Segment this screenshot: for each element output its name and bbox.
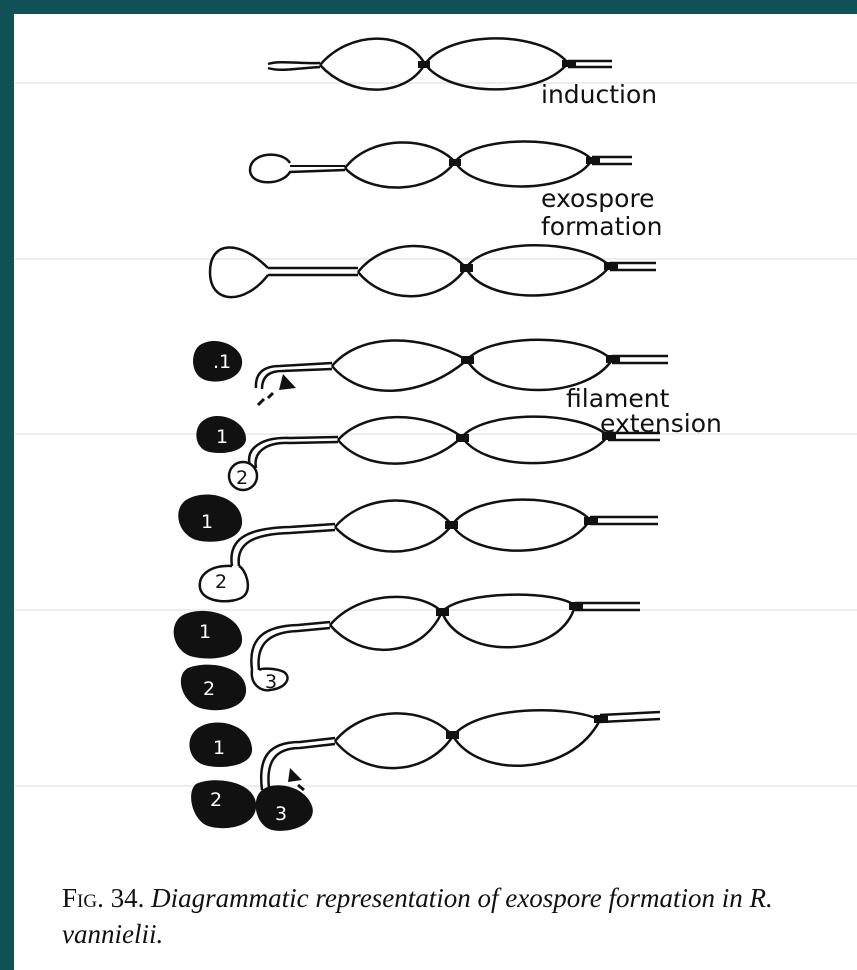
- spore-label: 1: [201, 511, 213, 533]
- spore-label: 2: [215, 571, 227, 593]
- spore-label: 3: [265, 671, 277, 693]
- spore-label: 2: [203, 678, 215, 700]
- ruled-lines: [14, 82, 857, 787]
- spore-label: 2: [210, 789, 222, 811]
- spore-label: 3: [275, 803, 287, 825]
- spore-label: 1: [216, 426, 228, 448]
- label-induction: induction: [541, 80, 657, 109]
- stage-bulb-enlarged: [208, 244, 656, 299]
- figure-number: Fig. 34.: [62, 883, 145, 913]
- stage-spore-1-released: .1: [193, 338, 668, 407]
- stage-filament-extension: 1 2: [196, 415, 660, 492]
- figure-caption: Fig. 34. Diagrammatic representation of …: [62, 880, 852, 952]
- stage-spore-2-forming: 1 2: [178, 494, 658, 603]
- label-filament-line1: filament: [566, 384, 670, 413]
- figure-caption-text: Diagrammatic representation of exospore …: [62, 883, 773, 949]
- label-filament-line2: extension: [600, 409, 722, 438]
- spore-label: 1: [199, 621, 211, 643]
- spore-label: 1: [213, 737, 225, 759]
- label-exospore-line1: exospore: [541, 184, 655, 213]
- stage-exospore-formation: [248, 140, 632, 189]
- label-exospore-line2: formation: [541, 212, 663, 241]
- stage-spore-3-forming: 1 2 3: [173, 593, 640, 711]
- spore-label: 2: [236, 467, 248, 489]
- stage-induction: [267, 37, 612, 91]
- spore-label: .1: [213, 351, 231, 373]
- figure-paper: [14, 14, 857, 970]
- stage-spore-3-released: 1 2 3: [189, 709, 661, 831]
